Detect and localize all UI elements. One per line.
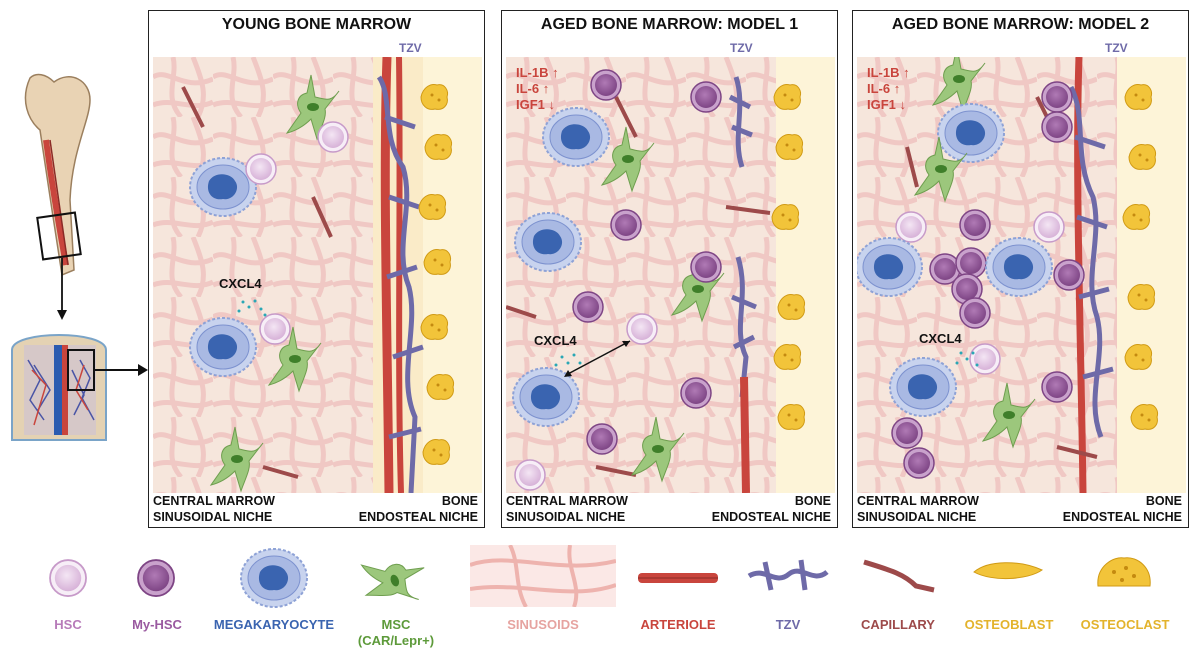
- legend-label-hsc: HSC: [54, 617, 82, 632]
- panel-title: AGED BONE MARROW: MODEL 2: [891, 16, 1150, 33]
- zoom-arrow-icon: [94, 364, 148, 376]
- panel-aged-model-1: AGED BONE MARROW: MODEL 1 TZ: [501, 10, 838, 528]
- legend-label-osteoclast: OSTEOCLAST: [1080, 617, 1170, 632]
- tzv-label: TZV: [1105, 41, 1128, 55]
- panel-young-bone-marrow: YOUNG BONE MARROW TZV CXCL4 CENTRAL MARR…: [148, 10, 485, 528]
- legend-sinusoids-icon: [470, 545, 616, 607]
- aged-model-1-scene: [506, 57, 835, 493]
- legend-capillary-icon: [863, 559, 935, 593]
- cytokine-changes: IL-1B ↑IL-6 ↑IGF1 ↓: [867, 65, 910, 112]
- panel-title: AGED BONE MARROW: MODEL 1: [540, 16, 799, 33]
- femur-illustration: [11, 73, 107, 441]
- cxcl4-label: CXCL4: [534, 333, 577, 348]
- legend-osteoblast-icon: [973, 562, 1043, 580]
- legend-osteoclast-icon: [1097, 557, 1151, 587]
- legend-my-hsc-icon: [137, 559, 175, 597]
- cytokine-changes: IL-1B ↑IL-6 ↑IGF1 ↓: [516, 65, 559, 112]
- legend-tzv-icon: [747, 559, 829, 591]
- legend-label-arteriole: ARTERIOLE: [640, 617, 716, 632]
- legend-label-sinusoids: SINUSOIDS: [507, 617, 579, 632]
- cxcl4-label: CXCL4: [919, 331, 962, 346]
- legend-label-tzv: TZV: [775, 617, 801, 632]
- legend-arteriole-icon: [638, 573, 718, 583]
- aged-model-2-scene: [857, 57, 1186, 493]
- legend-label-my-hsc: My-HSC: [132, 617, 182, 632]
- tzv-label: TZV: [730, 41, 753, 55]
- young-marrow-scene: [153, 57, 482, 493]
- panel-title: YOUNG BONE MARROW: [221, 16, 412, 33]
- legend-label-msc: MSC(CAR/Lepr+): [357, 617, 435, 648]
- cxcl4-label: CXCL4: [219, 276, 262, 291]
- legend-megakaryocyte-icon: [240, 548, 308, 608]
- panel-aged-model-2: AGED BONE MARROW: MODEL 2 TZV IL-1B: [852, 10, 1189, 528]
- legend-label-osteoblast: OSTEOBLAST: [964, 617, 1054, 632]
- legend-label-megakaryocyte: MEGAKARYOCYTE: [213, 617, 335, 632]
- tzv-label: TZV: [399, 41, 422, 55]
- legend-msc-icon: [356, 544, 435, 616]
- legend-hsc-icon: [49, 559, 87, 597]
- legend-label-capillary: CAPILLARY: [861, 617, 935, 632]
